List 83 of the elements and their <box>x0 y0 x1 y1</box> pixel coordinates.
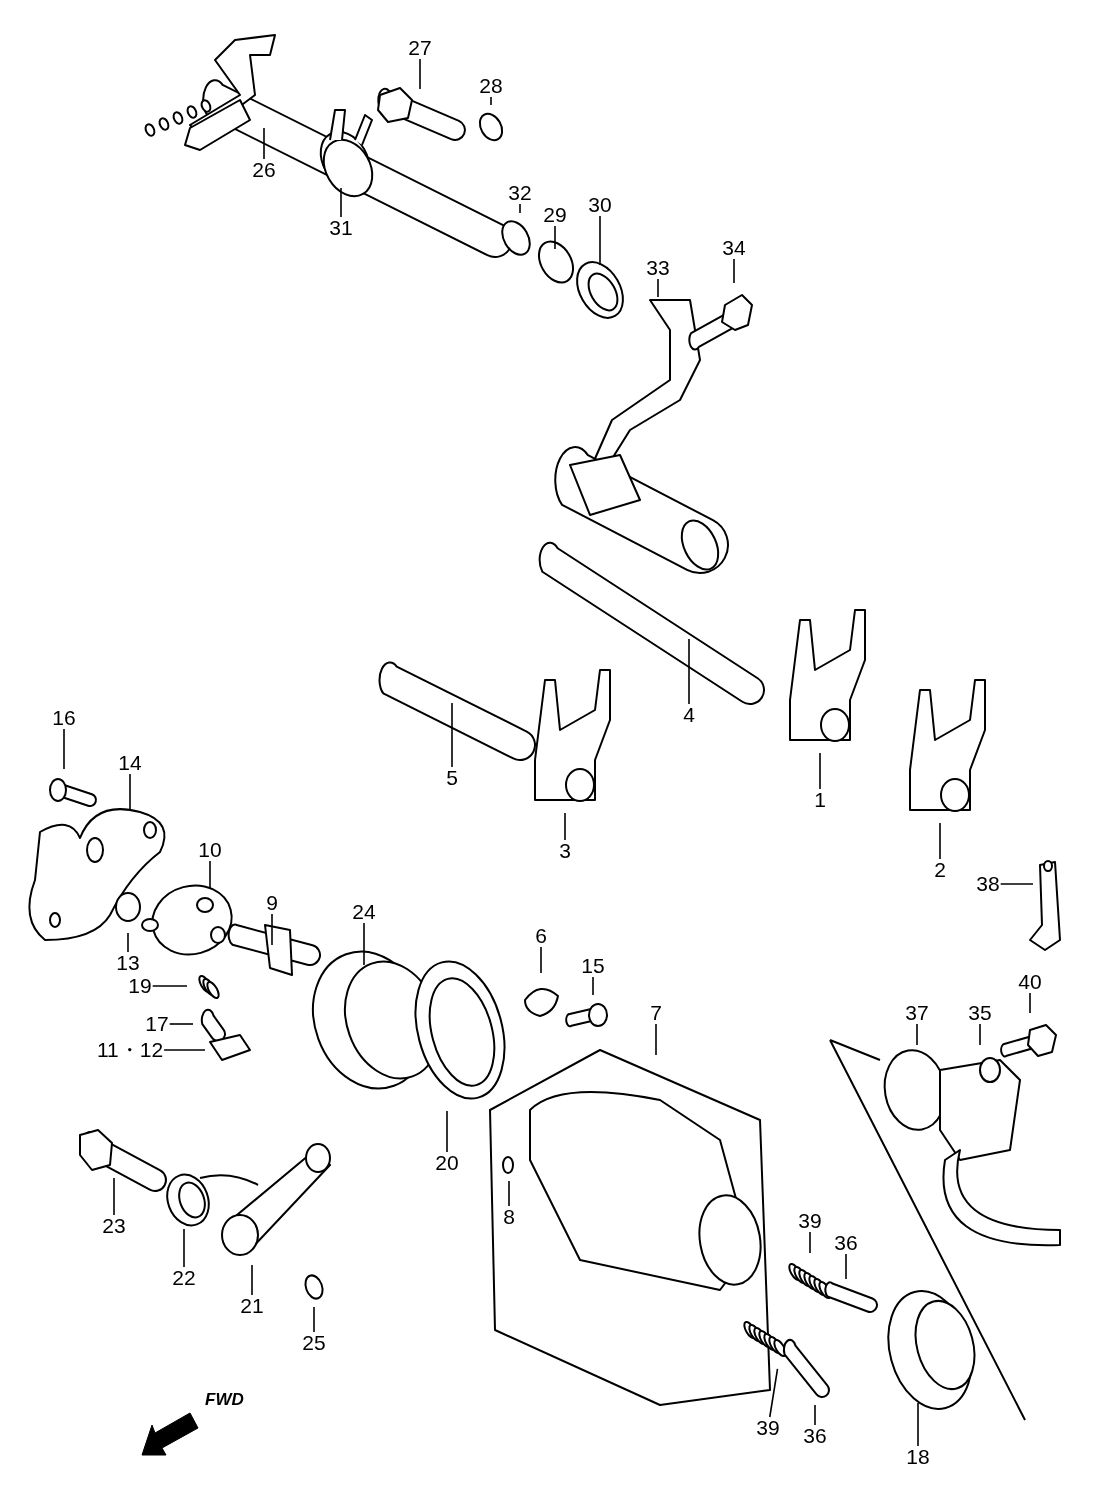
callout-number: 23 <box>101 1215 127 1237</box>
leader-line <box>688 638 690 705</box>
leader-line <box>168 1023 194 1025</box>
callout-number: 20 <box>434 1152 460 1174</box>
callout-number: 24 <box>351 901 377 923</box>
leader-line <box>916 1023 918 1046</box>
callout-number: 29 <box>542 204 568 226</box>
callout-number: 8 <box>502 1206 516 1228</box>
leader-line <box>251 1264 253 1296</box>
leader-line <box>263 127 265 160</box>
callout-number: 5 <box>445 767 459 789</box>
leader-line <box>129 773 131 810</box>
callout-number: 36 <box>802 1425 828 1447</box>
leader-line <box>63 728 65 770</box>
callout-number: 14 <box>117 752 143 774</box>
callout-number: 18 <box>905 1446 931 1468</box>
callout-number: 38 <box>975 873 1001 895</box>
leader-line <box>657 278 659 298</box>
leader-line <box>151 985 188 987</box>
leader-line <box>599 215 601 266</box>
leader-line <box>271 913 273 946</box>
callout-number: 22 <box>171 1267 197 1289</box>
callout-number: 7 <box>649 1002 663 1024</box>
callout-number: 6 <box>534 925 548 947</box>
callout-number: 3 <box>558 840 572 862</box>
leader-line <box>419 58 421 90</box>
callout-number: 40 <box>1017 971 1043 993</box>
callout-number: 10 <box>197 839 223 861</box>
leader-line <box>917 1402 919 1447</box>
callout-number: 17 <box>144 1013 170 1035</box>
leader-line <box>183 1228 185 1268</box>
callout-number: 30 <box>587 194 613 216</box>
callout-number: 13 <box>115 952 141 974</box>
callout-number: 2 <box>933 859 947 881</box>
callout-number: 34 <box>721 237 747 259</box>
leader-line <box>979 1023 981 1046</box>
leader-line <box>113 1177 115 1216</box>
leader-line <box>554 225 556 250</box>
leader-line <box>655 1023 657 1056</box>
callout-number: 21 <box>239 1295 265 1317</box>
leader-line <box>592 976 594 996</box>
callout-number: 15 <box>580 955 606 977</box>
callout-number: 1 <box>813 789 827 811</box>
leader-line <box>446 1110 448 1153</box>
leader-line <box>999 883 1034 885</box>
callout-number: 4 <box>682 704 696 726</box>
callout-number: 9 <box>265 892 279 914</box>
callout-number: 33 <box>645 257 671 279</box>
callout-number: 25 <box>301 1332 327 1354</box>
leader-line <box>819 752 821 790</box>
leader-line <box>564 812 566 841</box>
leader-line <box>490 96 492 106</box>
leader-line <box>209 860 211 890</box>
leader-line <box>519 203 521 214</box>
callout-number: 26 <box>251 159 277 181</box>
callout-number: 19 <box>127 975 153 997</box>
callout-number: 27 <box>407 37 433 59</box>
callout-number: 39 <box>797 1210 823 1232</box>
leader-line <box>809 1231 811 1254</box>
direction-label: FWD <box>205 1390 244 1410</box>
callout-number: 35 <box>967 1002 993 1024</box>
callout-number: 36 <box>833 1232 859 1254</box>
callout-number: 31 <box>328 217 354 239</box>
leader-line <box>508 1180 510 1207</box>
callout-number: 32 <box>507 182 533 204</box>
leader-line <box>363 922 365 966</box>
callout-number: 11・12 <box>95 1039 165 1061</box>
leader-line <box>768 1368 779 1418</box>
leader-line <box>814 1404 816 1426</box>
leader-line <box>127 932 129 953</box>
callout-number: 28 <box>478 75 504 97</box>
leader-line <box>939 822 941 860</box>
leader-line <box>313 1306 315 1333</box>
leader-line <box>845 1253 847 1280</box>
callout-number: 16 <box>51 707 77 729</box>
leader-line <box>163 1049 206 1051</box>
callout-number: 37 <box>904 1002 930 1024</box>
leader-line <box>340 187 342 218</box>
callout-number: 39 <box>755 1417 781 1439</box>
leader-line <box>733 258 735 284</box>
leader-line <box>1029 992 1031 1014</box>
leader-line <box>451 702 453 768</box>
leader-line <box>540 946 542 974</box>
